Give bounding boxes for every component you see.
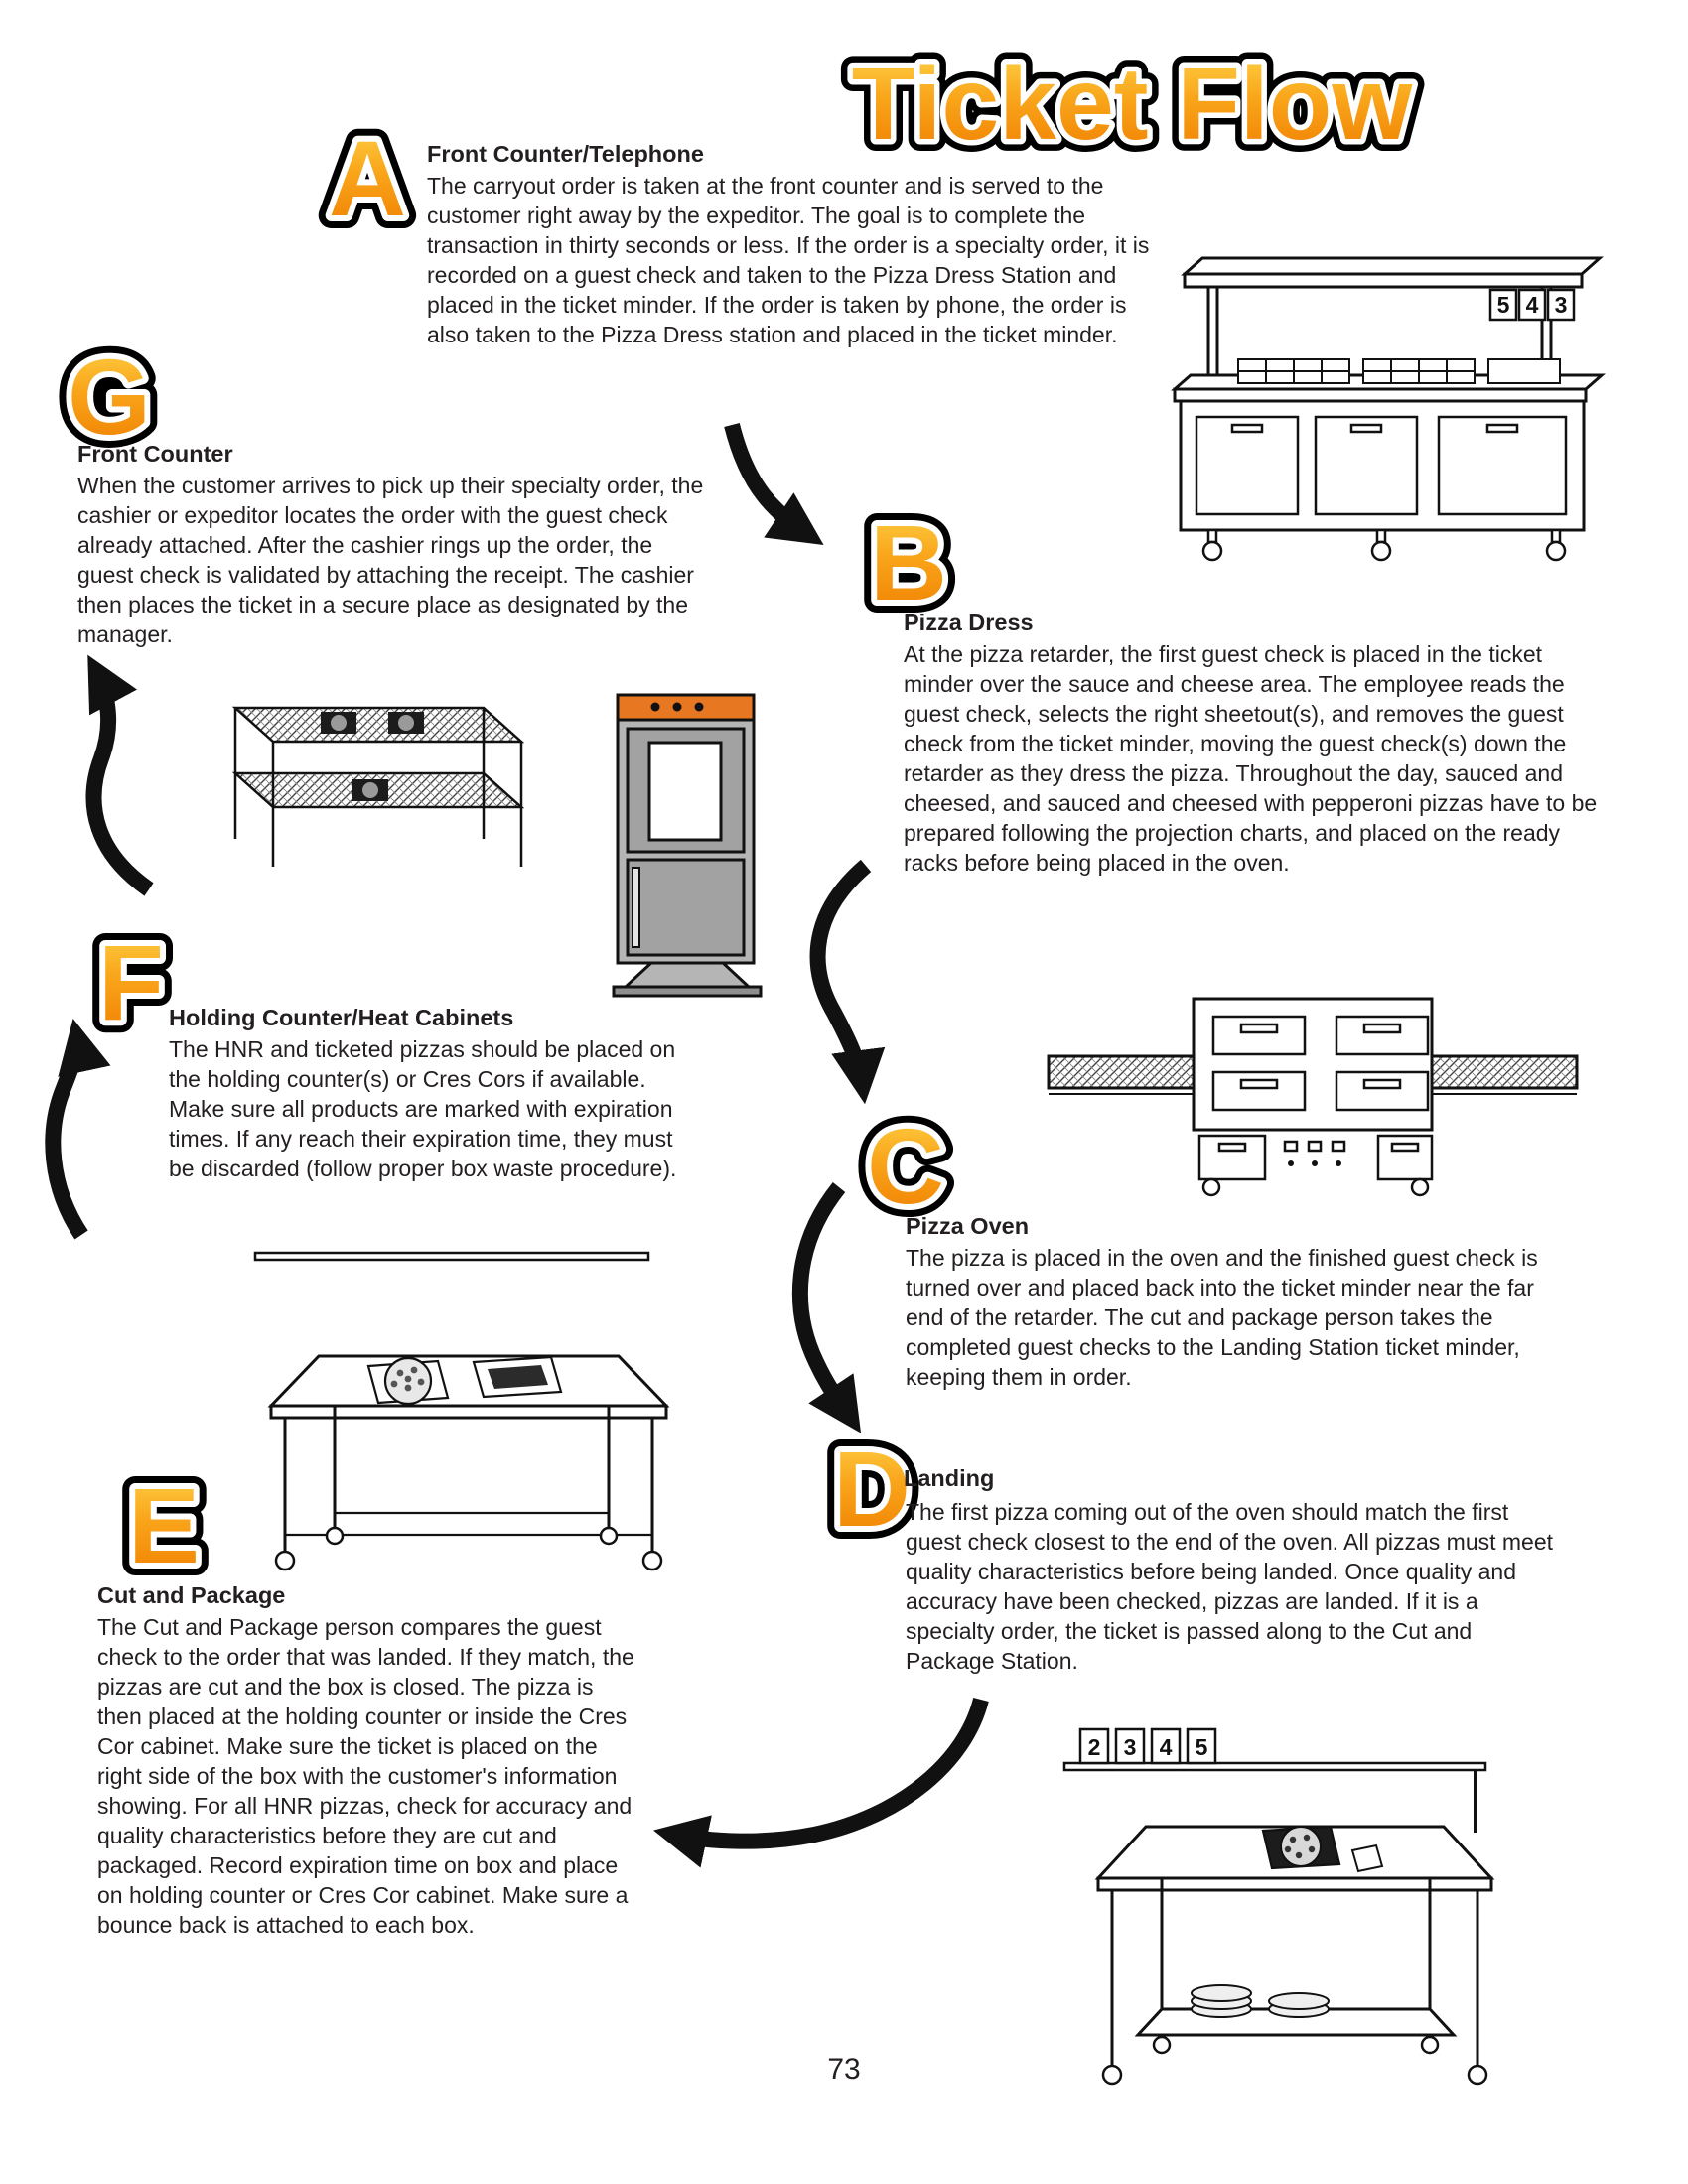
ticket-minder-boxes — [1078, 1727, 1217, 1765]
page-number: 73 — [827, 2053, 861, 2086]
plate-stacks — [1191, 1984, 1330, 2018]
section-b-body: At the pizza retarder, the first guest c… — [904, 641, 1598, 876]
svg-text:C: C — [867, 1106, 944, 1226]
landing-table-illustration: 2 3 4 5 — [1062, 1727, 1495, 2086]
section-f-heading: Holding Counter/Heat Cabinets — [169, 1005, 514, 1030]
guest-check — [1350, 1843, 1384, 1873]
svg-text:A: A — [329, 118, 406, 238]
section-a-heading: Front Counter/Telephone — [427, 141, 704, 167]
ticket-number: 2 — [1088, 1734, 1101, 1760]
arrow-e-to-f — [45, 1019, 111, 1240]
svg-text:F: F — [98, 922, 164, 1042]
ticket-number: 5 — [1196, 1734, 1208, 1760]
svg-text:F: F — [98, 922, 164, 1042]
svg-text:D: D — [833, 1429, 911, 1549]
step-letter-b: B B B — [857, 489, 960, 635]
section-b-heading: Pizza Dress — [904, 610, 1034, 635]
svg-text:G: G — [68, 337, 151, 457]
section-e-heading: Cut and Package — [97, 1582, 286, 1608]
section-a-body: The carryout order is taken at the front… — [427, 173, 1150, 347]
pizza-oven-illustration — [1047, 997, 1579, 1197]
arrow-f-to-g — [85, 654, 154, 896]
section-e-body: The Cut and Package person compares the … — [97, 1614, 634, 1938]
svg-text:B: B — [870, 502, 947, 622]
front-counter-ticket-numbers: 5 4 3 — [1497, 292, 1568, 318]
section-d-heading: Landing — [904, 1465, 995, 1491]
ready-racks-illustration — [231, 706, 525, 867]
section-c-heading: Pizza Oven — [906, 1213, 1030, 1239]
ticket-number: 3 — [1124, 1734, 1137, 1760]
ticket-number: 4 — [1526, 292, 1539, 318]
section-d-body: The first pizza coming out of the oven s… — [906, 1499, 1554, 1674]
svg-text:C: C — [867, 1106, 944, 1226]
pepperoni-dots — [1284, 1834, 1316, 1859]
svg-text:A: A — [329, 118, 406, 238]
svg-text:E: E — [128, 1465, 200, 1585]
pizza-box — [472, 1355, 563, 1399]
svg-text:A: A — [329, 118, 406, 238]
landing-ticket-numbers: 2 3 4 5 — [1088, 1734, 1208, 1760]
step-letter-g: G G G — [55, 324, 164, 470]
ticket-minder-boxes — [1488, 288, 1576, 322]
svg-text:D: D — [833, 1429, 911, 1549]
arrow-a-to-b — [724, 423, 824, 546]
step-letter-e: E E E — [115, 1452, 212, 1598]
section-f-body: The HNR and ticketed pizzas should be pl… — [169, 1036, 677, 1181]
step-letter-d: D D D — [820, 1416, 923, 1562]
crescor-cabinet-illustration — [612, 693, 763, 998]
pizza-pans — [321, 712, 424, 801]
svg-text:B: B — [870, 502, 947, 622]
section-c-body: The pizza is placed in the oven and the … — [906, 1245, 1538, 1390]
arrow-d-to-e — [653, 1697, 989, 1868]
svg-text:C: C — [867, 1106, 944, 1226]
step-letter-f: F F F — [85, 909, 177, 1055]
page-title: Ticket Flow Ticket Flow Ticket Flow — [840, 35, 1426, 174]
svg-text:B: B — [870, 502, 947, 622]
svg-text:G: G — [68, 337, 151, 457]
step-letter-a: A A A — [316, 105, 419, 251]
cut-package-table-illustration — [253, 1251, 670, 1571]
section-g-heading: Front Counter — [77, 441, 233, 467]
step-letter-c: C C C — [854, 1093, 957, 1239]
ticket-number: 5 — [1497, 292, 1510, 318]
ticket-number: 3 — [1555, 292, 1568, 318]
arrow-b-to-c — [809, 859, 886, 1105]
section-g-body: When the customer arrives to pick up the… — [77, 473, 704, 647]
svg-text:D: D — [833, 1429, 911, 1549]
svg-text:E: E — [128, 1465, 200, 1585]
ticket-number: 4 — [1160, 1734, 1173, 1760]
svg-text:E: E — [128, 1465, 200, 1585]
svg-text:G: G — [68, 337, 151, 457]
front-counter-illustration: 5 4 3 — [1171, 256, 1606, 562]
svg-text:Ticket Flow: Ticket Flow — [852, 47, 1414, 162]
pepperoni-dots — [390, 1366, 425, 1392]
svg-text:F: F — [98, 922, 164, 1042]
svg-text:Ticket Flow: Ticket Flow — [852, 47, 1414, 162]
svg-text:Ticket Flow: Ticket Flow — [852, 47, 1414, 162]
